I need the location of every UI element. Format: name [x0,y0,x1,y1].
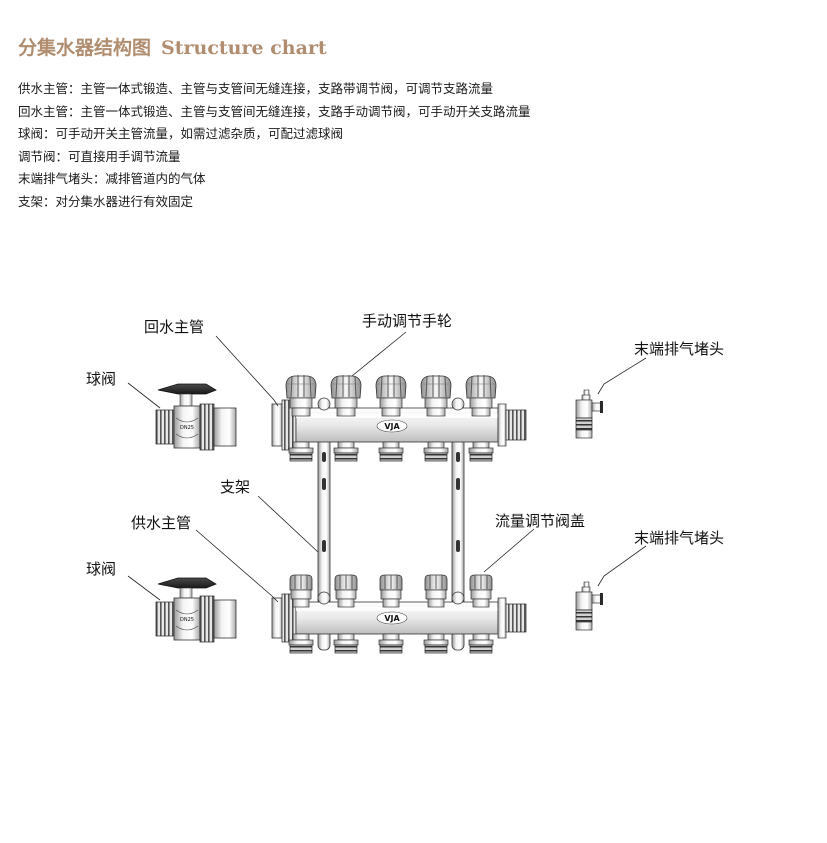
page-title: 分集水器结构图 Structure chart [18,33,327,60]
leader-ball-valve-bottom [127,575,161,601]
description-list: 供水主管：主管一体式锻造、主管与支管间无缝连接，支路带调节阀，可调节支路流量 回… [18,78,531,214]
leader-ball-valve-top [127,382,161,409]
leader-bracket [257,495,319,553]
leader-hand-wheel [351,331,407,377]
brand-mark-top: VJA [384,422,400,431]
end-vent-cap-top [575,389,604,439]
label-hand-wheel: 手动调节手轮 [362,312,452,330]
label-supply-main: 供水主管 [131,514,191,532]
label-return-main: 回水主管 [144,318,204,336]
ball-valve-bottom: DN25 [155,577,237,643]
title-en: Structure chart [161,37,327,59]
brand-mark-bottom: VJA [384,614,400,623]
leader-end-cap-top [597,357,647,395]
leader-flow-cap [483,528,535,573]
desc-supply-main: 供水主管：主管一体式锻造、主管与支管间无缝连接，支路带调节阀，可调节支路流量 [18,81,494,96]
desc-return-main: 回水主管：主管一体式锻造、主管与支管间无缝连接，支路手动调节阀，可手动开关支路流… [18,103,531,119]
label-ball-valve-bottom: 球阀 [86,560,116,578]
desc-ball-valve: 球阀：可手动开关主管流量，如需过滤杂质，可配过滤球阀 [18,126,344,142]
leader-end-cap-bottom [597,545,647,587]
desc-regulating-valve: 调节阀：可直接用手调节流量 [18,148,181,164]
desc-end-cap: 末端排气堵头：减排管道内的气体 [18,171,206,187]
label-end-cap-top: 末端排气堵头 [634,340,724,358]
return-manifold: DN25 VJA [155,374,527,462]
valve-mark-top: DN25 [180,425,194,431]
supply-manifold: DN25 VJA [155,574,527,654]
label-end-cap-bottom: 末端排气堵头 [634,529,724,547]
bracket-right [451,404,465,651]
valve-mark-bottom: DN25 [180,617,194,623]
ball-valve-top: DN25 [155,383,237,451]
leader-return-main [215,335,279,407]
label-flow-cap: 流量调节阀盖 [495,512,585,530]
label-bracket: 支架 [220,478,250,496]
title-cn: 分集水器结构图 [18,37,152,59]
leader-supply-main [195,529,279,603]
label-ball-valve-top: 球阀 [86,370,116,388]
desc-bracket: 支架：对分集水器进行有效固定 [18,193,194,209]
end-vent-cap-bottom [575,581,604,631]
